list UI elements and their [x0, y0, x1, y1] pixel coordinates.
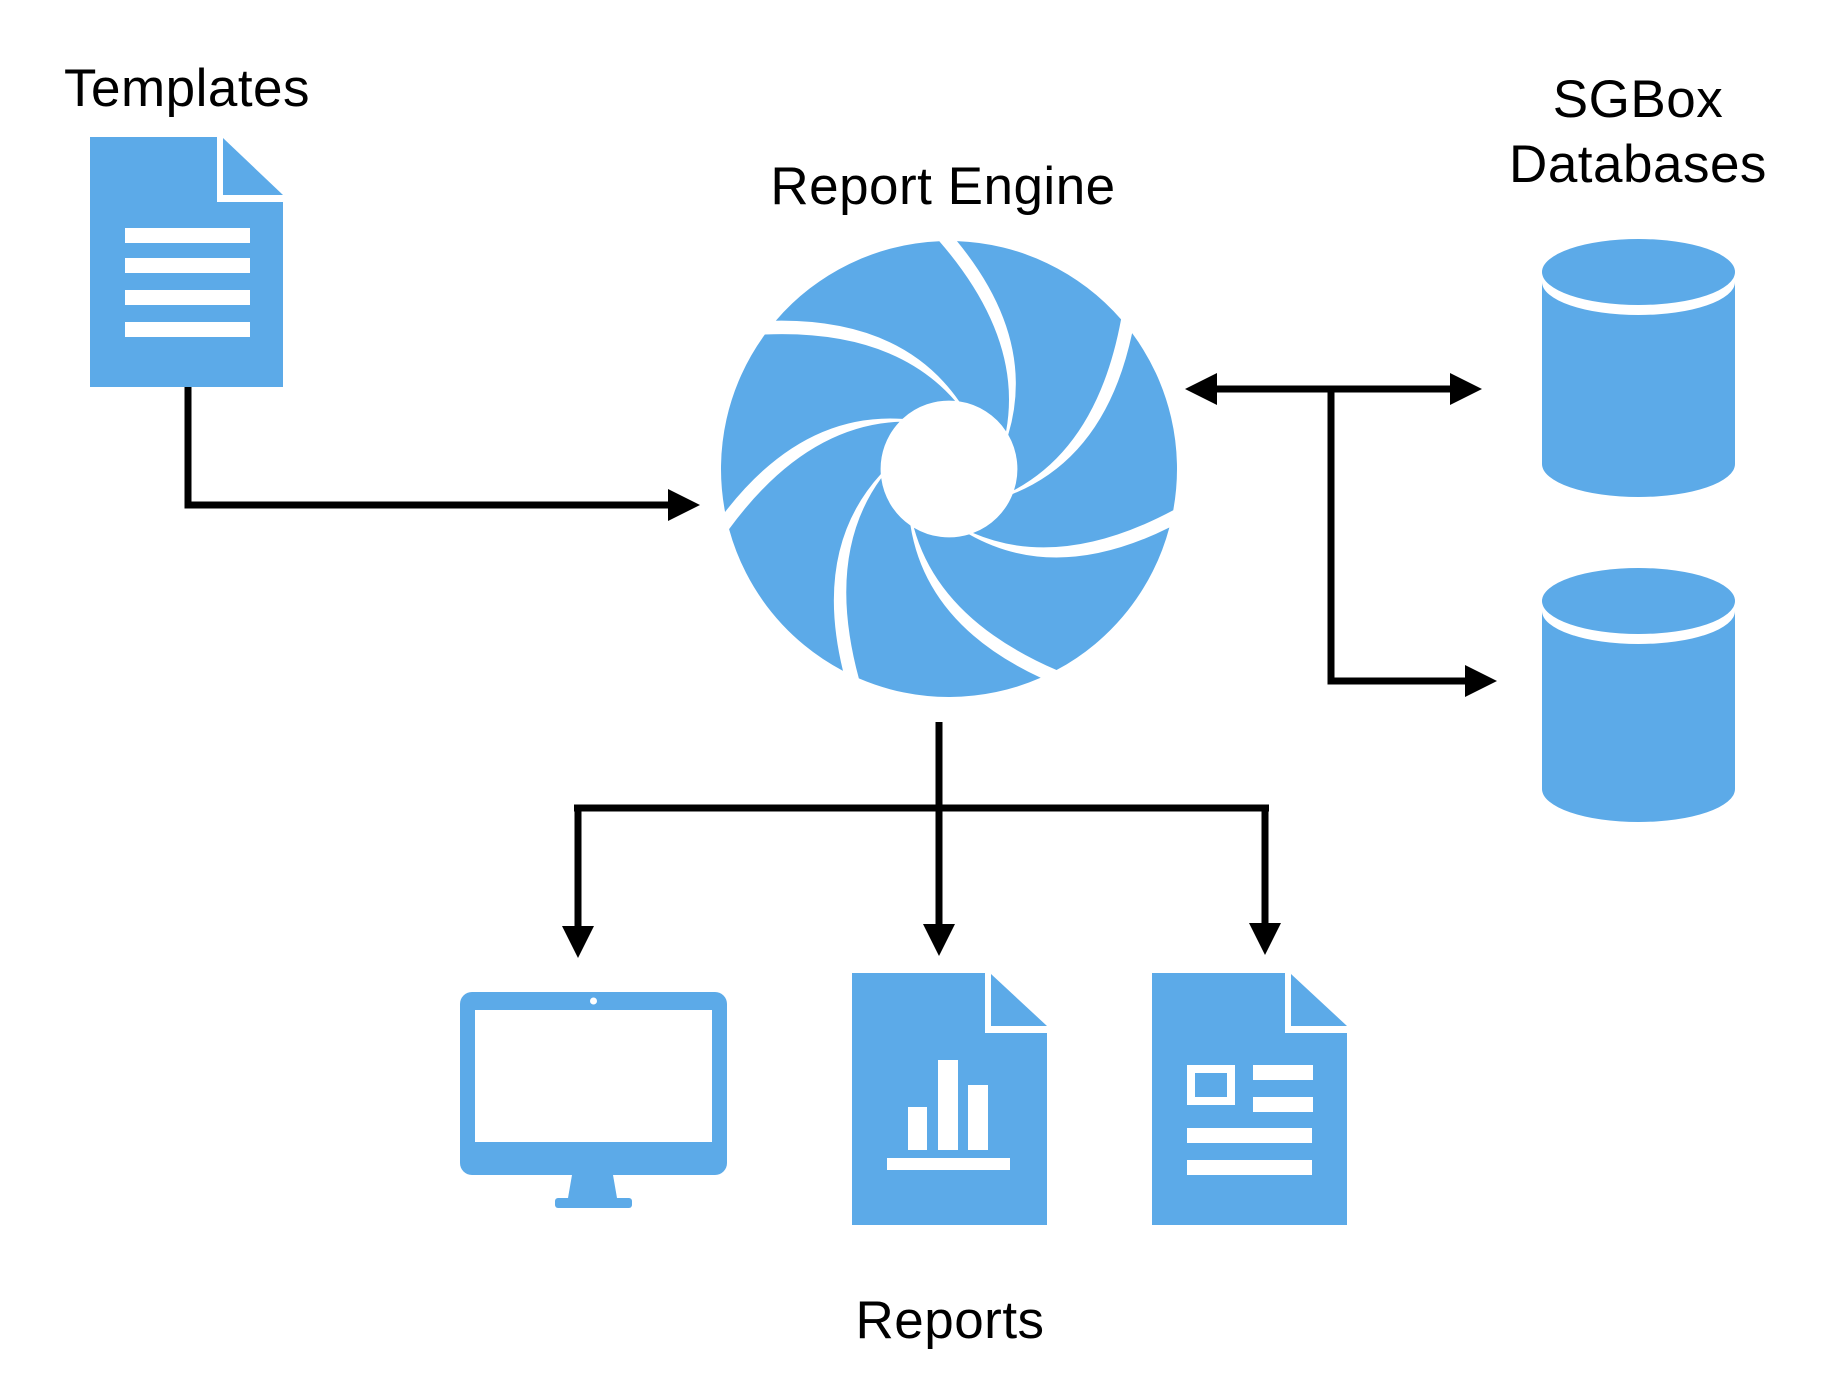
arrow-templates-to-engine: [184, 387, 700, 521]
arrowhead-right-icon: [1465, 665, 1497, 697]
arrowhead-right-icon: [668, 489, 700, 521]
database-cylinder-icon-2: [1542, 568, 1735, 823]
templates-label: Templates: [63, 59, 311, 118]
camera-dot-icon: [590, 997, 597, 1005]
bar-chart-document-icon: [852, 973, 1047, 1225]
database-cylinder-icon-1: [1542, 239, 1735, 497]
arrowhead-down-icon: [562, 926, 594, 958]
arrowhead-right-icon: [1450, 373, 1482, 405]
sgbox-databases-label-line1: SGBox: [1552, 70, 1724, 129]
folded-corner-icon: [991, 974, 1047, 1026]
arrow-engine-to-database-2: [1327, 386, 1497, 697]
report-engine-label: Report Engine: [770, 157, 1116, 216]
sgbox-databases-label: SGBox Databases: [1509, 67, 1767, 197]
arrow-engine-to-reports: [562, 722, 1281, 958]
sgbox-databases-label-line2: Databases: [1509, 135, 1767, 194]
arrowhead-down-icon: [1249, 923, 1281, 955]
arrowhead-left-icon: [1185, 373, 1217, 405]
aperture-icon: [721, 241, 1177, 697]
folded-corner-icon: [1291, 974, 1347, 1026]
arrowhead-down-icon: [923, 924, 955, 956]
folded-corner-icon: [223, 138, 283, 195]
reports-label: Reports: [855, 1291, 1045, 1350]
document-icon: [90, 137, 283, 387]
monitor-icon: [460, 992, 727, 1208]
text-document-icon: [1152, 973, 1347, 1225]
